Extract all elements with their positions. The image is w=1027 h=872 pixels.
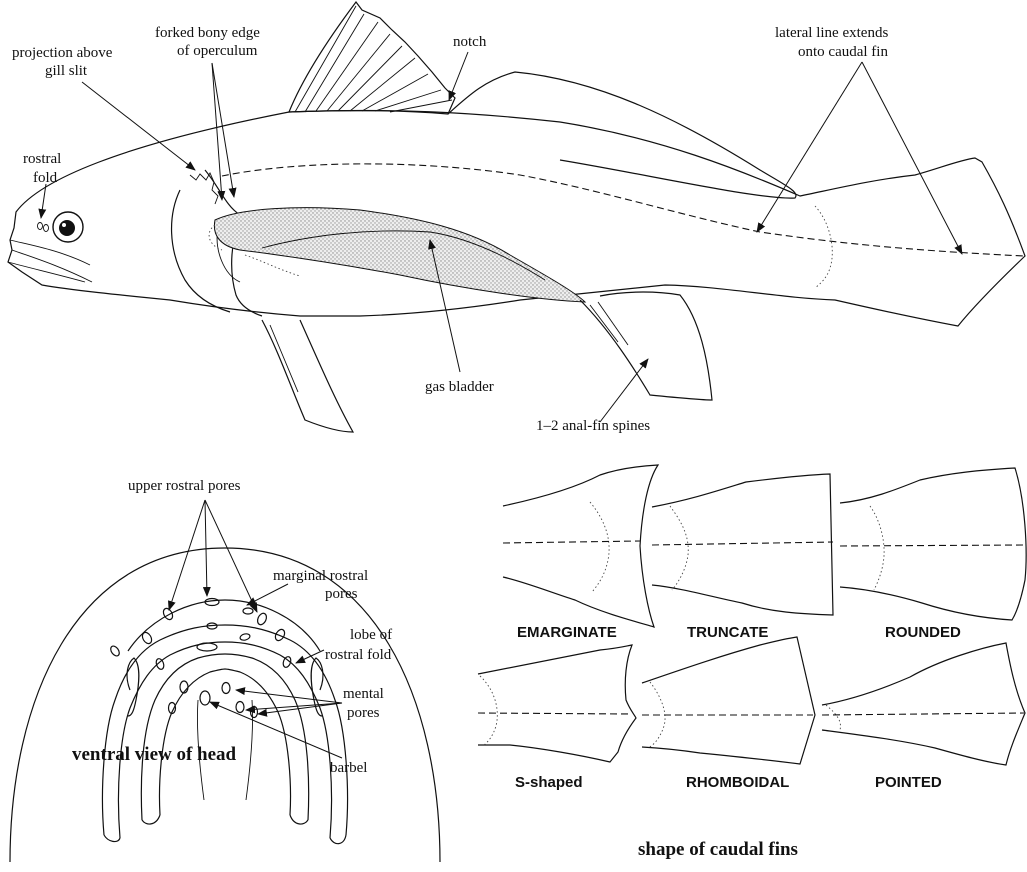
- label-upper-rostral-pores: upper rostral pores: [128, 478, 241, 494]
- label-mental-pores-1: mental: [343, 686, 384, 702]
- fin-rhomboidal: [642, 637, 815, 764]
- gas-bladder-shape: [214, 208, 585, 302]
- pelvic-fin: [262, 320, 353, 432]
- label-projection-2: gill slit: [45, 63, 88, 79]
- label-anal-fin-spines: 1–2 anal-fin spines: [536, 418, 650, 434]
- fin-label-truncate: TRUNCATE: [687, 624, 768, 641]
- fish-illustration: [8, 2, 1025, 432]
- label-lateral-line-1: lateral line extends: [775, 25, 888, 41]
- label-lobe-1: lobe of: [350, 627, 392, 643]
- fin-rounded: [840, 468, 1026, 620]
- fin-label-s-shaped: S-shaped: [515, 774, 583, 791]
- operculum: [172, 190, 230, 312]
- label-marginal-rostral-1: marginal rostral: [273, 568, 368, 584]
- label-forked-edge-1: forked bony edge: [155, 25, 260, 41]
- fin-pointed: [822, 643, 1025, 765]
- fin-label-rounded: ROUNDED: [885, 624, 961, 641]
- label-marginal-rostral-2: pores: [325, 586, 358, 602]
- caption-caudal-fins: shape of caudal fins: [638, 839, 798, 860]
- fish-leader-arrows: [41, 52, 962, 422]
- label-rostral-fold-2: fold: [33, 170, 58, 186]
- fin-truncate: [652, 474, 833, 615]
- fin-label-emarginate: EMARGINATE: [517, 624, 617, 641]
- caudal-fin-shapes: [478, 465, 1026, 765]
- soft-dorsal-fin: [448, 72, 796, 198]
- fin-label-rhomboidal: RHOMBOIDAL: [686, 774, 789, 791]
- label-lobe-2: rostral fold: [325, 647, 392, 663]
- label-lateral-line-2: onto caudal fin: [798, 44, 888, 60]
- anal-fin: [580, 292, 712, 400]
- fin-s-shaped: [478, 645, 636, 762]
- rostral-fold-lobe-left: [127, 658, 139, 716]
- label-projection-1: projection above: [12, 45, 113, 61]
- rostral-fold-pores: [38, 223, 43, 230]
- label-gas-bladder: gas bladder: [425, 379, 494, 395]
- label-rostral-fold-1: rostral: [23, 151, 61, 167]
- operculum-serration: [190, 173, 218, 204]
- label-notch: notch: [453, 34, 487, 50]
- label-forked-edge-2: of operculum: [177, 43, 258, 59]
- head-leader-arrows: [169, 500, 342, 758]
- fin-label-pointed: POINTED: [875, 774, 942, 791]
- barbel-shape: [200, 691, 210, 705]
- label-mental-pores-2: pores: [347, 705, 380, 721]
- fin-emarginate: [503, 465, 658, 627]
- caption-ventral-view: ventral view of head: [72, 744, 237, 765]
- label-barbel: barbel: [330, 760, 367, 776]
